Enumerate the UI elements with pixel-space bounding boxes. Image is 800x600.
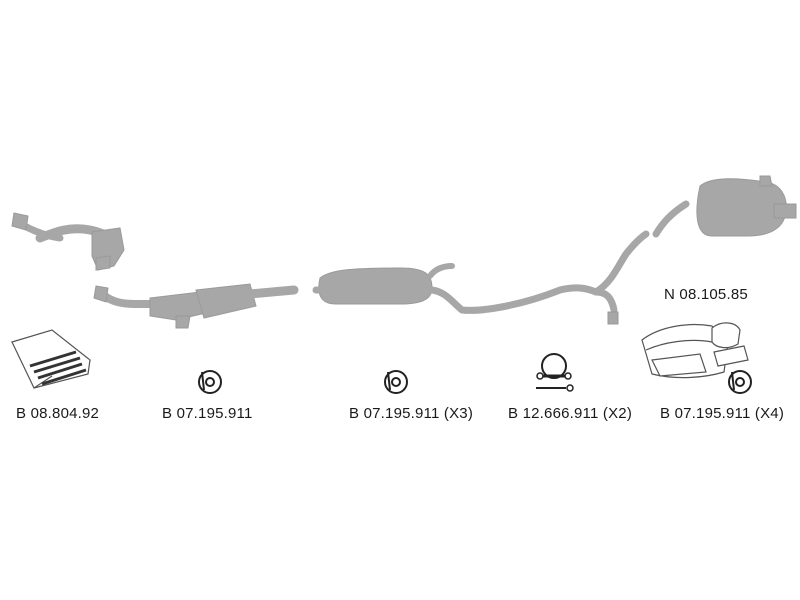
part-code-hanger-1: B 07.195.911 <box>162 405 253 422</box>
rubber-hanger-icon <box>384 370 408 394</box>
catalytic-converter <box>93 283 299 329</box>
front-downpipe <box>11 212 125 271</box>
fitting-kit-box-icon <box>10 329 92 389</box>
part-code-hanger-2: B 07.195.911 (X3) <box>349 405 474 422</box>
intermediate-pipe <box>428 230 650 325</box>
part-code-rear-silencer: N 08.105.85 <box>664 286 748 303</box>
part-code-hanger-3: B 07.195.911 (X4) <box>660 405 785 422</box>
rubber-hanger-icon <box>728 370 752 394</box>
rubber-hanger-icon <box>198 370 222 394</box>
part-code-clamp: B 12.666.911 (X2) <box>508 405 633 422</box>
centre-silencer <box>312 263 455 305</box>
rear-silencer-icon <box>641 322 749 379</box>
rear-silencer-top <box>652 175 797 238</box>
part-code-kit: B 08.804.92 <box>16 405 100 422</box>
clamp-icon <box>536 353 574 392</box>
